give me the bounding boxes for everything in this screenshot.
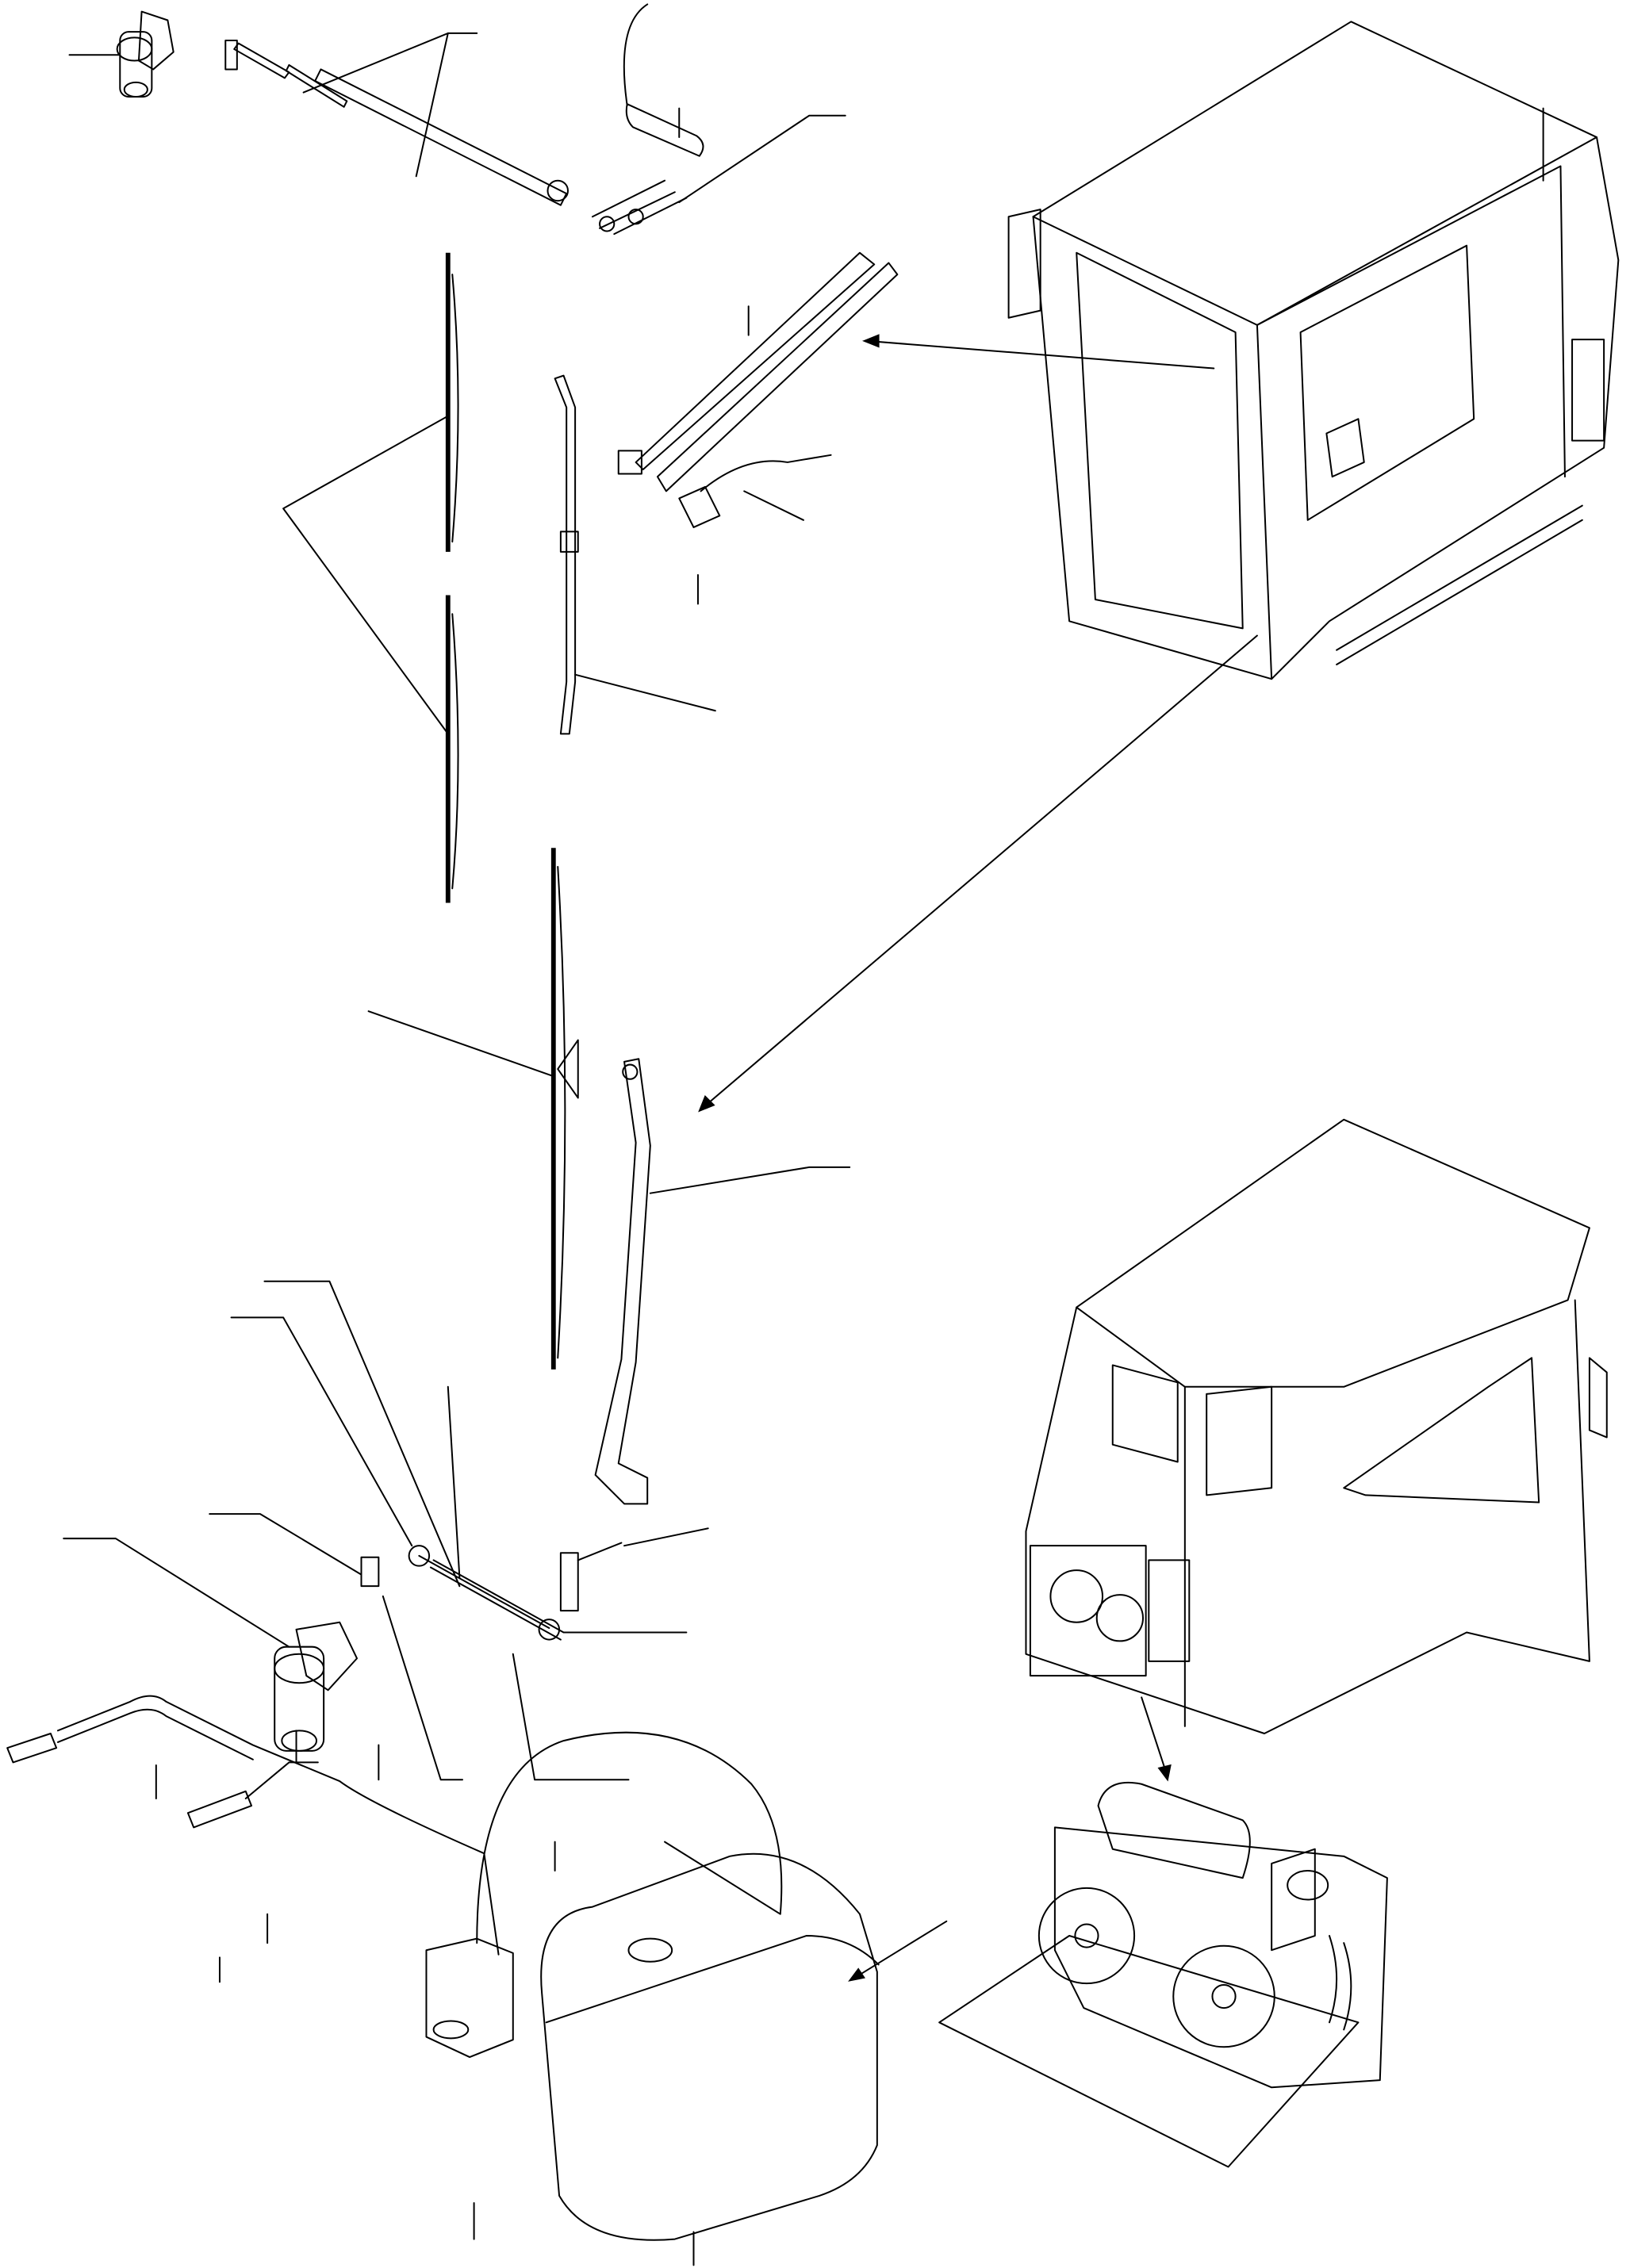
arrowhead-icon (698, 1095, 715, 1113)
washer-tank (540, 1852, 880, 2241)
wiper-arm-thin (554, 374, 579, 735)
arrow-to-ac-unit (1141, 1696, 1168, 1778)
leader-line (623, 1527, 709, 1547)
leader-line (649, 1166, 851, 1194)
operator-cab-front-view (1025, 1118, 1608, 1734)
wiper-blade-large (550, 848, 579, 1370)
arrowhead-icon (848, 1967, 865, 1982)
leader-line (302, 32, 478, 94)
leader-line (209, 1513, 362, 1576)
washer-pump (425, 1937, 514, 2059)
washer-hose-assembly (6, 1695, 783, 1956)
leader-line (415, 32, 449, 178)
wiper-blade-upper (445, 252, 459, 552)
wiper-motor-top (116, 10, 175, 98)
leader-line (282, 415, 449, 735)
leader-line (263, 1280, 461, 1588)
wiper-blade-middle (445, 595, 459, 903)
leader-line (512, 1653, 630, 1781)
air-conditioning-unit (938, 1781, 1388, 2168)
wiper-motor-lower (274, 1621, 359, 1752)
arrow-to-cab-wiper (866, 339, 1215, 370)
leader-line (63, 1538, 290, 1648)
wiper-arm-pantograph (617, 251, 899, 528)
leader-line (230, 1316, 413, 1547)
wiper-arm-large (594, 1058, 651, 1505)
sensor (623, 3, 704, 157)
wiper-linkage-top (224, 40, 569, 206)
hose-fittings (591, 179, 688, 236)
leader-line (678, 114, 846, 204)
leader-line (743, 490, 804, 521)
leader-line (447, 1385, 461, 1579)
arrow-to-wiper-arm (700, 634, 1258, 1111)
leader-line (574, 673, 716, 712)
leader-line (382, 1595, 464, 1781)
arrowhead-icon (1157, 1764, 1172, 1782)
arrow-to-ac-unit-mount (851, 1920, 948, 1980)
leader-line (367, 1010, 554, 1078)
arrowhead-icon (861, 334, 880, 348)
wiper-linkage-lower (360, 1542, 623, 1641)
operator-cab-rear-view (1007, 21, 1620, 680)
